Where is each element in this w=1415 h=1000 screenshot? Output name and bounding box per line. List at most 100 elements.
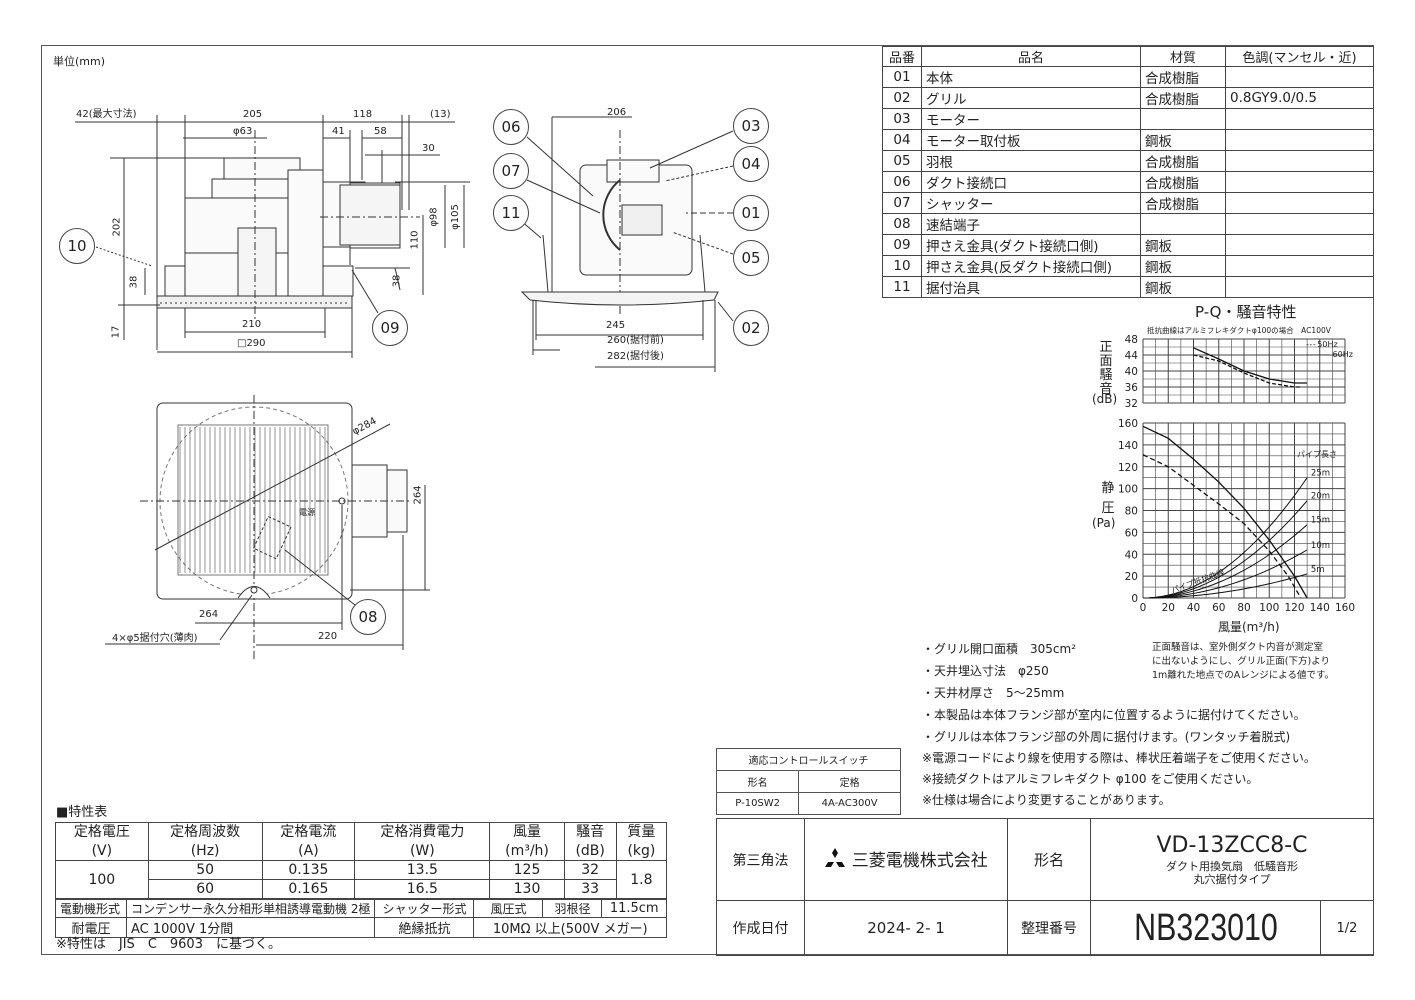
svg-text:100: 100 — [1118, 484, 1138, 496]
spec-flow: 130 — [489, 879, 565, 899]
legend-60hz: ——— 60Hz — [1306, 350, 1353, 359]
svg-text:160: 160 — [1335, 602, 1355, 614]
power-label: 電源 — [299, 508, 315, 517]
callout-08: 08 — [350, 599, 386, 635]
spec-header-unit: (dB) — [575, 842, 605, 859]
spec-row-50hz: 100 50 0.135 13.5 125 32 1.8 — [55, 860, 668, 899]
note-grille-area: ・グリル開口面積 305cm² — [922, 642, 1077, 656]
spec-power: 16.5 — [354, 879, 491, 899]
dim-205: 205 — [243, 109, 263, 120]
mounting-holes-label: 4×φ5据付穴(薄肉) — [112, 633, 198, 644]
motor-type-value: コンデンサー永久分相形単相誘導電動機 2極 — [125, 899, 376, 918]
callout-09: 09 — [372, 310, 408, 346]
pressure-axis-unit: (Pa) — [1092, 516, 1116, 530]
spec-header-unit: (m³/h) — [505, 842, 549, 859]
part-number: 07 — [882, 192, 922, 214]
insulation-value: 10MΩ 以上(500V メガー) — [473, 917, 667, 938]
part-name: 押さえ金具(ダクト接続口側) — [921, 234, 1141, 256]
part-material: 合成樹脂 — [1140, 171, 1226, 193]
company-logo-icon — [824, 848, 846, 873]
spec-header-unit: (Hz) — [190, 842, 220, 859]
spec-header-name: 風量 — [512, 824, 541, 841]
spec-header: 定格電圧(V) — [55, 822, 149, 861]
page-number: 1/2 — [1320, 900, 1374, 956]
spec-table-title: ■特性表 — [56, 805, 108, 820]
note-duct: ※接続ダクトはアルミフレキダクト φ100 をご使用ください。 — [922, 772, 1259, 786]
noise-note-1: 正面騒音は、室外側ダクト内音が測定室 — [1152, 642, 1324, 653]
blade-diameter-label: 羽根径 — [542, 899, 603, 918]
note-ceiling-thickness: ・天井材厚さ 5～25mm — [922, 686, 1065, 700]
part-color: 0.8GY9.0/0.5 — [1225, 87, 1374, 109]
shutter-type-value: 風圧式 — [473, 899, 544, 918]
svg-text:100: 100 — [1259, 602, 1279, 614]
callout-01: 01 — [733, 195, 769, 231]
model-description-1: ダクト用換気扇 低騒音形 — [1166, 859, 1298, 873]
callout-06: 06 — [493, 109, 529, 145]
spec-current: 0.135 — [261, 860, 356, 880]
dim-41: 41 — [332, 126, 345, 137]
dim-30: 30 — [422, 143, 435, 154]
svg-text:140: 140 — [1118, 440, 1138, 452]
spec-header-name: 定格周波数 — [170, 824, 241, 841]
ref-label: 整理番号 — [1007, 900, 1091, 956]
legend-50hz: - - - 50Hz — [1306, 340, 1338, 349]
svg-text:40: 40 — [1187, 602, 1200, 614]
model-cell: VD-13ZCC8-C ダクト用換気扇 低騒音形 丸穴据付タイプ — [1090, 818, 1374, 901]
switch-title: 適応コントロールスイッチ — [716, 748, 901, 771]
spec-header: 騒音(dB) — [563, 822, 617, 861]
company-name: 三菱電機株式会社 — [851, 850, 988, 871]
note-install-1: ・本製品は本体フランジ部が室内に位置するように据付けてください。 — [922, 708, 1306, 722]
spec-header-row: 定格電圧(V)定格周波数(Hz)定格電流(A)定格消費電力(W)風量(m³/h)… — [55, 822, 668, 861]
svg-text:120: 120 — [1118, 462, 1138, 474]
spec-header: 定格周波数(Hz) — [147, 822, 263, 861]
svg-text:48: 48 — [1125, 334, 1138, 346]
title-block: 第三角法 三菱電機株式会社 形名 VD-13ZCC8-C ダクト用換気扇 低騒音… — [716, 818, 1374, 956]
date-value: 2024- 2- 1 — [804, 900, 1008, 956]
svg-text:160: 160 — [1118, 418, 1138, 430]
motor-type-label: 電動機形式 — [55, 899, 127, 918]
callout-02: 02 — [733, 310, 769, 346]
dim-58: 58 — [374, 126, 387, 137]
spec-header-name: 騒音 — [576, 824, 605, 841]
dim-282: 282(据付後) — [607, 351, 664, 362]
switch-header-model: 形名 — [715, 770, 800, 793]
spec-header: 風量(m³/h) — [489, 822, 565, 861]
spec-header-name: 定格電流 — [280, 824, 337, 841]
noise-note-2: に出ないようにし、グリル正面(下方)より — [1152, 656, 1331, 667]
chart-title: P-Q・騒音特性 — [1195, 303, 1297, 321]
svg-text:20: 20 — [1162, 602, 1175, 614]
insulation-label: 絶縁抵抗 — [374, 917, 475, 938]
spec-header-unit: (V) — [91, 842, 113, 859]
part-name: 据付治具 — [921, 276, 1141, 298]
dim-245: 245 — [606, 320, 626, 331]
spec-hz: 50 — [147, 860, 263, 880]
spec-voltage: 100 — [55, 860, 149, 899]
spec-header-name: 定格電圧 — [73, 824, 130, 841]
svg-text:60: 60 — [1125, 527, 1138, 539]
svg-text:10m: 10m — [1311, 541, 1330, 551]
svg-text:44: 44 — [1125, 350, 1139, 362]
svg-text:36: 36 — [1125, 382, 1139, 394]
spec-table: 定格電圧(V)定格周波数(Hz)定格電流(A)定格消費電力(W)風量(m³/h)… — [55, 822, 668, 899]
withstand-voltage-label: 耐電圧 — [55, 917, 127, 938]
dim-220: 220 — [318, 631, 338, 642]
callout-10: 10 — [59, 228, 95, 264]
svg-text:80: 80 — [1237, 602, 1250, 614]
switch-model: P-10SW2 — [715, 792, 800, 815]
ref-number: NB323010 — [1113, 900, 1298, 956]
spec-noise: 33 — [563, 879, 617, 899]
spec-header-name: 定格消費電力 — [380, 824, 465, 841]
x-axis-label: 風量(m³/h) — [1218, 620, 1280, 634]
callout-04: 04 — [733, 146, 769, 182]
spec-header-unit: (kg) — [627, 842, 656, 859]
projection-method: 第三角法 — [716, 818, 805, 901]
noise-axis-label: 正面騒音 — [1099, 340, 1113, 397]
